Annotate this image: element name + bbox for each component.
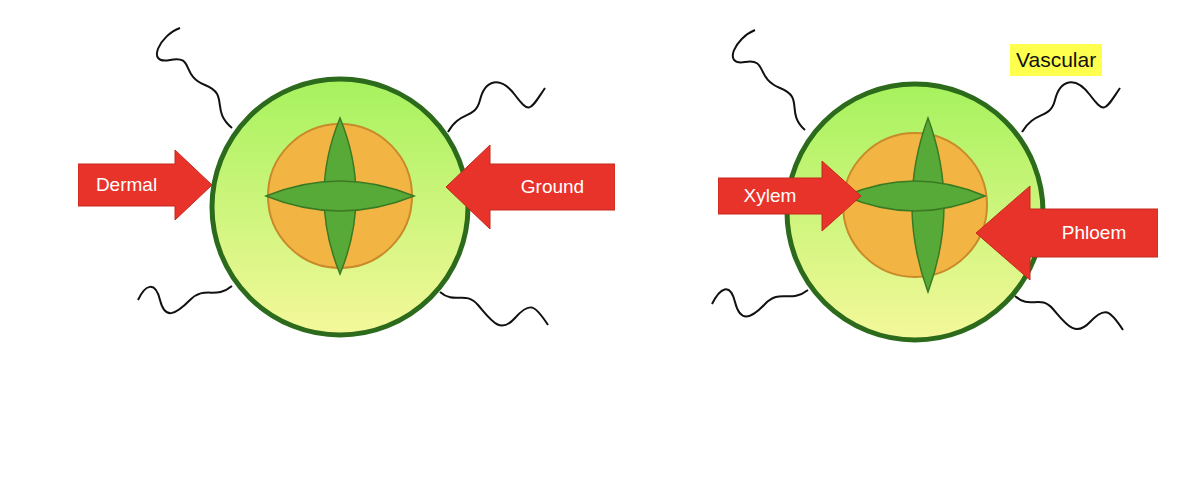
root-hair <box>1015 296 1123 330</box>
root-hair <box>712 289 808 316</box>
label-text: Phloem <box>1030 209 1158 257</box>
arrow-polygon <box>718 161 861 231</box>
label-text: Xylem <box>718 178 822 214</box>
arrow-label: Phloem <box>975 185 1158 281</box>
highlight-label: Vascular <box>1010 44 1102 76</box>
arrow-label: Xylem <box>718 160 862 232</box>
root-outline <box>212 79 468 335</box>
arrow-label: Ground <box>445 144 615 230</box>
xylem-cross <box>266 118 414 274</box>
root-hair <box>138 286 232 313</box>
root-hair <box>1022 82 1120 132</box>
label-text: Vascular <box>1010 44 1102 76</box>
stele <box>843 133 987 277</box>
arrow-polygon <box>78 150 212 220</box>
root-hair <box>733 30 805 130</box>
arrow-polygon <box>976 186 1158 280</box>
label-text: Ground <box>490 164 615 210</box>
xylem-cross <box>845 118 985 292</box>
root-hair <box>157 28 232 128</box>
root-hair <box>448 82 545 132</box>
root-hair <box>440 292 548 326</box>
arrow-label: Dermal <box>78 149 213 221</box>
label-text: Dermal <box>78 164 175 206</box>
arrow-polygon <box>446 145 615 229</box>
